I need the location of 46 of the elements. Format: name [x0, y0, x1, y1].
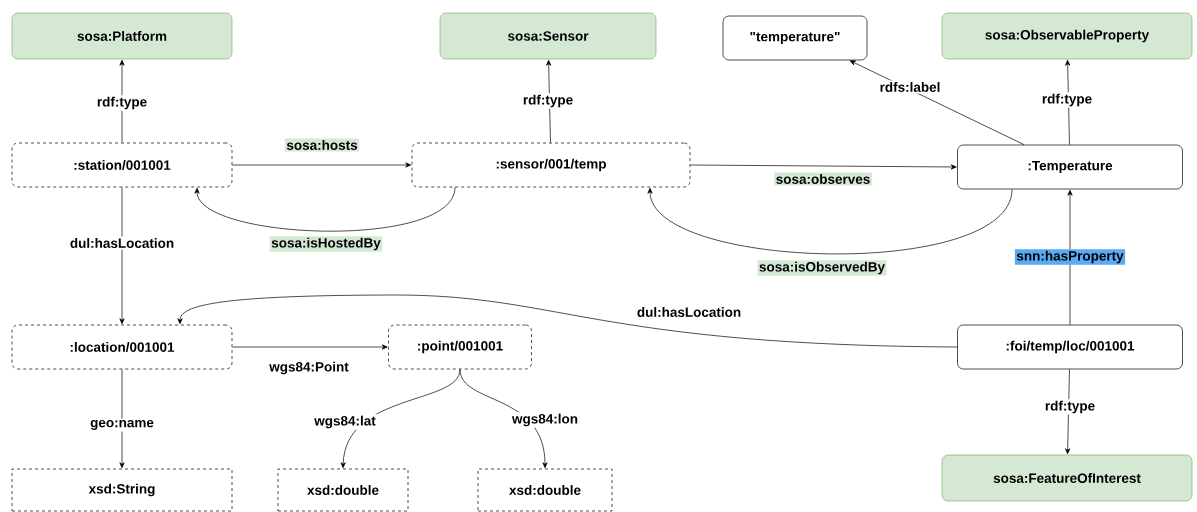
arrow — [849, 60, 1025, 145]
edge-label: sosa:isHostedBy — [269, 236, 383, 252]
arrow — [232, 344, 388, 350]
edge-label: dul:hasLocation — [635, 305, 743, 319]
arrow — [119, 59, 125, 143]
datatype-box: xsd:String — [11, 468, 233, 512]
class-box: sosa:Platform — [11, 12, 233, 60]
resource-box: :point/001001 — [388, 324, 532, 370]
edge-label: snn:hasProperty — [1014, 249, 1126, 265]
arrow — [690, 164, 957, 170]
edge-label: dul:hasLocation — [68, 236, 176, 250]
edge-label: wgs84:Point — [267, 360, 351, 376]
edge-label: rdfs:label — [878, 80, 942, 94]
arrow — [340, 369, 461, 469]
edge-label: sosa:isObservedBy — [757, 260, 887, 276]
edge-label: rdf:type — [521, 93, 575, 109]
edge-label: wgs84:lat — [312, 414, 378, 430]
class-box: sosa:FeatureOfInterest — [941, 454, 1193, 502]
datatype-box: xsd:double — [477, 468, 613, 512]
edge-label: rdf:type — [95, 95, 149, 111]
resource-box: :foi/temp/loc/001001 — [957, 324, 1183, 370]
edge-label: sosa:hosts — [284, 138, 360, 152]
arrow — [232, 162, 412, 168]
arrow — [1067, 189, 1073, 325]
edge-label: sosa:observes — [774, 172, 872, 186]
arrow — [459, 369, 548, 469]
arrow — [546, 59, 552, 143]
resource-box: "temperature" — [722, 15, 868, 61]
edge-label: geo:name — [88, 418, 156, 432]
edge-label: rdf:type — [1040, 92, 1094, 108]
class-box: sosa:ObservableProperty — [941, 12, 1193, 60]
datatype-box: xsd:double — [277, 468, 409, 512]
arrow — [177, 294, 958, 348]
class-box: sosa:Sensor — [439, 12, 657, 60]
arrow — [119, 369, 125, 469]
arrow — [647, 187, 1013, 255]
edge-label: wgs84:lon — [510, 412, 580, 428]
arrow — [119, 187, 125, 325]
edge-label: rdf:type — [1043, 399, 1097, 415]
resource-box: :location/001001 — [11, 324, 233, 370]
resource-box: :Temperature — [957, 144, 1183, 190]
arrow — [1065, 369, 1071, 455]
arrow — [194, 187, 456, 232]
resource-box: :sensor/001/temp — [411, 142, 691, 188]
resource-box: :station/001001 — [11, 142, 233, 188]
arrow — [1065, 59, 1071, 145]
